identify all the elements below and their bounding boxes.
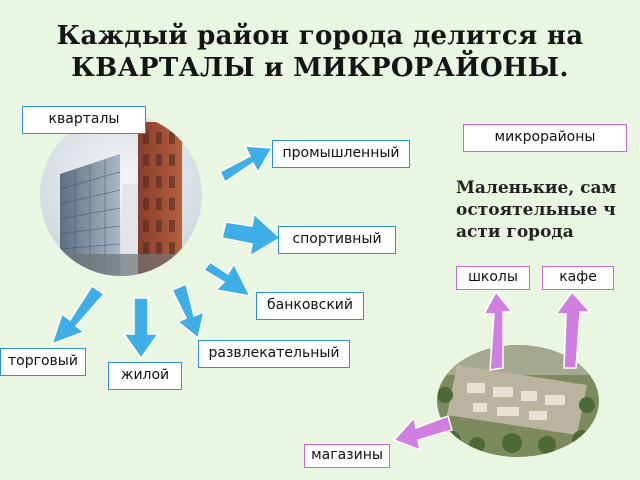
arrow-to-industrial <box>219 145 274 184</box>
arrow-to-sports <box>221 212 282 258</box>
entertainment-label: развлекательный <box>198 340 350 368</box>
arrow-to-banking <box>202 260 252 297</box>
shops-label: магазины <box>304 444 390 468</box>
schools-label: школы <box>456 266 530 290</box>
arrow-to-shops <box>392 415 453 452</box>
slide-title: Каждый район города делится на КВАРТАЛЫ … <box>0 20 640 84</box>
trade-label: торговый <box>0 348 86 376</box>
mikrorayony-header-label: микрорайоны <box>463 124 627 152</box>
banking-label: банковский <box>256 292 364 320</box>
mikrorayon-description: Маленькие, самостоятельные части города <box>456 178 617 242</box>
sports-label: спортивный <box>278 226 396 254</box>
arrow-to-trade <box>50 284 106 346</box>
industrial-label: промышленный <box>272 140 410 168</box>
kvartaly-header-label: кварталы <box>22 106 146 134</box>
arrow-to-entertainment <box>170 282 206 340</box>
residential-label: жилой <box>108 362 182 390</box>
arrow-to-residential <box>122 297 160 360</box>
arrow-to-cafe <box>554 290 592 369</box>
title-line-1: Каждый район города делится на <box>56 21 584 51</box>
title-line-2: КВАРТАЛЫ и МИКРОРАЙОНЫ. <box>71 53 569 83</box>
cafe-label: кафе <box>542 266 614 290</box>
arrow-to-schools <box>482 290 514 371</box>
